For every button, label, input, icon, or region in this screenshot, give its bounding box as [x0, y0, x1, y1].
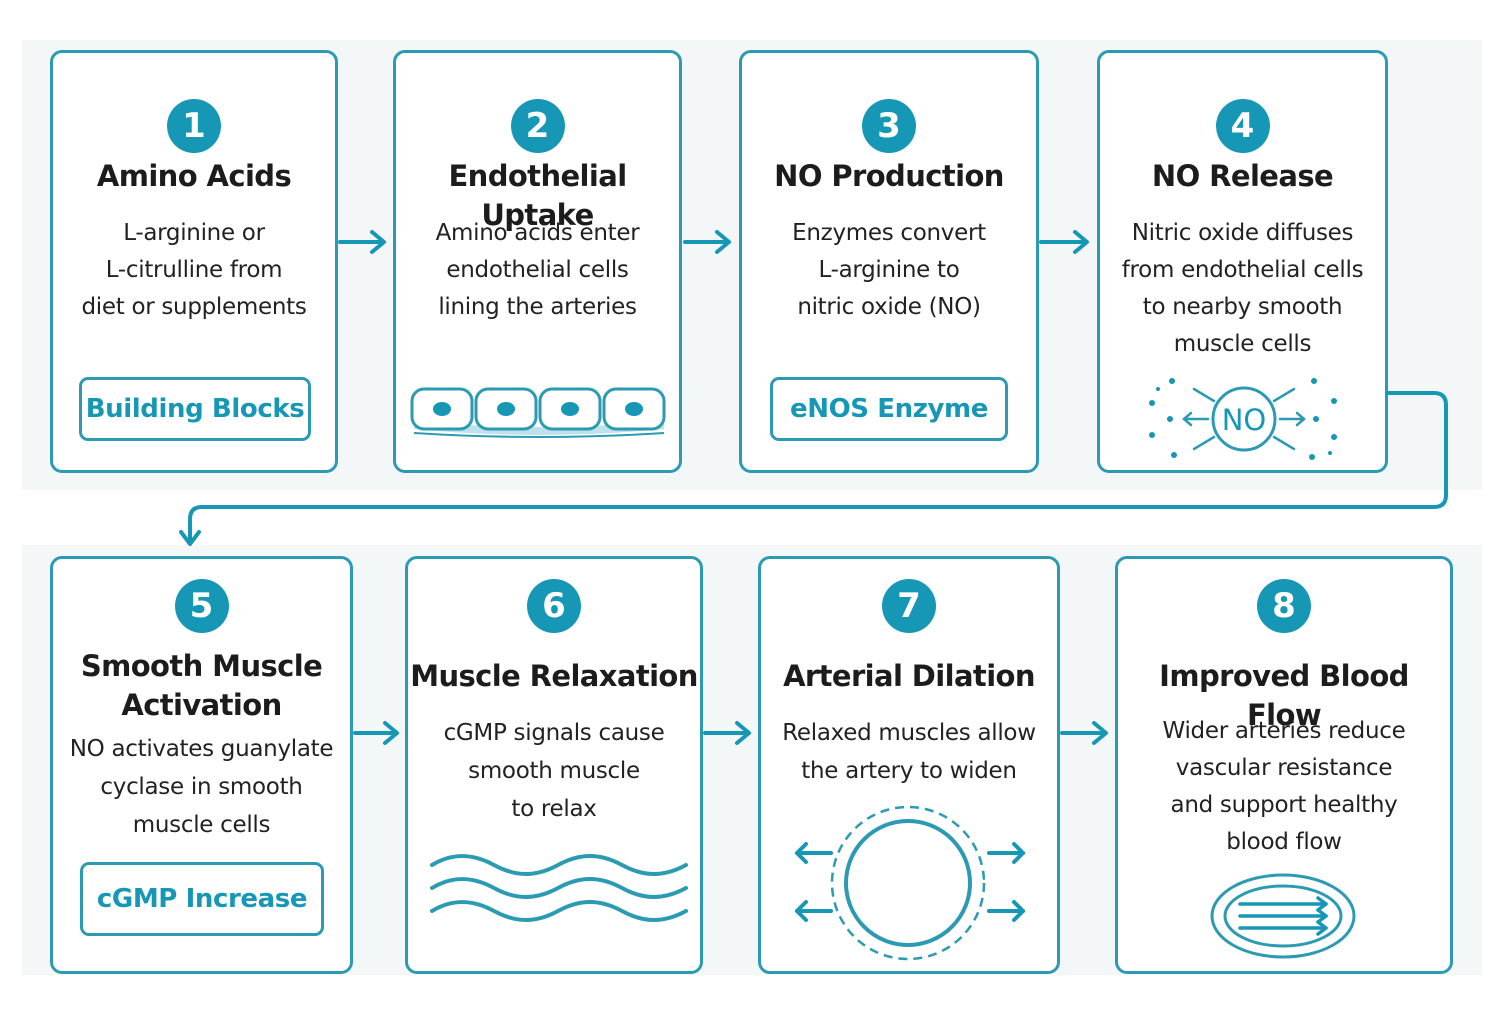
wavy-muscle-icon — [430, 854, 688, 922]
step-title-line: Amino Acids — [96, 159, 292, 193]
step-number-badge: 2 — [510, 99, 565, 153]
no-diffusion-icon: NO — [1149, 378, 1337, 460]
description-line: Amino acids enter — [435, 220, 640, 246]
endothelial-cells-icon — [410, 387, 666, 438]
cgmp-increase-badge: cGMP Increase — [80, 862, 324, 936]
step-title-line: Muscle Relaxation — [410, 659, 698, 693]
step-title-line: NO Production — [774, 159, 1004, 193]
step-title-line: Endothelial Uptake — [448, 159, 627, 232]
description-line: muscle cells — [1173, 331, 1312, 357]
step-description: Wider arteries reduce vascular resistanc… — [1124, 713, 1444, 861]
step-number-badge: 5 — [174, 579, 229, 633]
step-description: Nitric oxide diffuses from endothelial c… — [1106, 215, 1379, 363]
blood-flow-icon — [1210, 873, 1356, 959]
step-card-4: 4 NO Release Nitric oxide diffuses from … — [1097, 50, 1388, 473]
step-title: Endothelial Uptake — [396, 157, 679, 235]
step-number-badge: 6 — [527, 579, 581, 633]
flow-arrow-6-7 — [703, 721, 751, 745]
step-number-badge: 7 — [882, 579, 936, 633]
flow-arrow-1-2 — [338, 230, 386, 254]
step-description: L-arginine or L-citrulline from diet or … — [59, 215, 329, 326]
description-line: cyclase in smooth — [100, 774, 303, 800]
step-description: NO activates guanylate cyclase in smooth… — [59, 730, 344, 844]
flow-connector-4-5 — [179, 391, 1448, 546]
step-title-line: NO Release — [1151, 159, 1334, 193]
description-line: L-arginine to — [818, 257, 960, 283]
step-card-6: 6 Muscle Relaxation cGMP signals cause s… — [405, 556, 703, 974]
description-line: Wider arteries reduce — [1162, 718, 1406, 744]
description-line: nitric oxide (NO) — [797, 294, 981, 320]
description-line: endothelial cells — [446, 257, 629, 283]
step-description: Amino acids enter endothelial cells lini… — [402, 215, 673, 326]
step-number-badge: 4 — [1215, 99, 1270, 153]
step-title: NO Production — [742, 157, 1036, 196]
step-number-badge: 1 — [167, 99, 221, 153]
enos-enzyme-badge: eNOS Enzyme — [770, 377, 1008, 441]
step-card-5: 5 Smooth Muscle Activation NO activates … — [50, 556, 353, 974]
step-title: Arterial Dilation — [761, 657, 1057, 696]
step-title-line: Smooth Muscle — [80, 649, 323, 683]
step-title: Improved Blood Flow — [1118, 657, 1450, 735]
description-line: Nitric oxide diffuses — [1131, 220, 1354, 246]
flow-arrow-5-6 — [353, 721, 399, 745]
description-line: L-citrulline from — [105, 257, 283, 283]
description-line: cGMP signals cause — [443, 720, 665, 746]
no-molecule-label: NO — [1222, 403, 1267, 437]
description-line: smooth muscle — [468, 758, 640, 784]
step-card-3: 3 NO Production Enzymes convert L-argini… — [739, 50, 1039, 473]
description-line: lining the arteries — [438, 294, 637, 320]
description-line: L-arginine or — [123, 220, 265, 246]
building-blocks-badge: Building Blocks — [79, 377, 311, 441]
description-line: to relax — [511, 796, 597, 822]
step-card-2: 2 Endothelial Uptake Amino acids enter e… — [393, 50, 682, 473]
step-card-7: 7 Arterial Dilation Relaxed muscles allo… — [758, 556, 1060, 974]
step-number-badge: 8 — [1257, 579, 1311, 633]
step-title-line: Improved Blood Flow — [1159, 659, 1409, 732]
description-line: muscle cells — [132, 812, 271, 838]
step-title: NO Release — [1100, 157, 1385, 196]
description-line: diet or supplements — [81, 294, 307, 320]
step-title: Muscle Relaxation — [408, 657, 700, 696]
step-number-badge: 3 — [862, 99, 916, 153]
step-description: Enzymes convert L-arginine to nitric oxi… — [748, 215, 1030, 326]
step-description: Relaxed muscles allow the artery to wide… — [767, 714, 1051, 790]
flow-arrow-2-3 — [683, 230, 731, 254]
flow-arrow-7-8 — [1060, 721, 1108, 745]
description-line: blood flow — [1226, 829, 1342, 855]
description-line: to nearby smooth — [1142, 294, 1343, 320]
description-line: and support healthy — [1170, 792, 1398, 818]
step-title-line: Arterial Dilation — [783, 659, 1035, 693]
description-line: Enzymes convert — [792, 220, 986, 246]
step-title-line: Activation — [121, 688, 282, 722]
step-title: Amino Acids — [53, 157, 335, 196]
step-description: cGMP signals cause smooth muscle to rela… — [414, 714, 694, 828]
artery-dilation-icon — [795, 805, 1025, 961]
description-line: from endothelial cells — [1121, 257, 1364, 283]
step-card-8: 8 Improved Blood Flow Wider arteries red… — [1115, 556, 1453, 974]
description-line: NO activates guanylate — [69, 736, 334, 762]
description-line: vascular resistance — [1175, 755, 1393, 781]
step-title: Smooth Muscle Activation — [53, 647, 350, 725]
step-card-1: 1 Amino Acids L-arginine or L-citrulline… — [50, 50, 338, 473]
description-line: Relaxed muscles allow — [782, 720, 1036, 746]
description-line: the artery to widen — [801, 758, 1017, 784]
flow-arrow-3-4 — [1039, 230, 1089, 254]
